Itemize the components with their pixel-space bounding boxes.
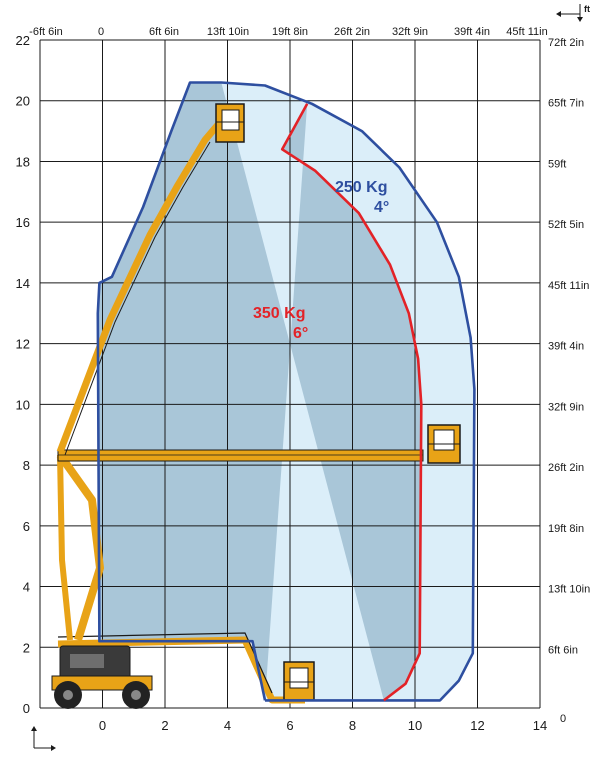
- raised-boom: [56, 117, 225, 454]
- basket-top: [215, 103, 245, 143]
- m-unit-arrow-icon: [31, 726, 56, 751]
- x-tick-ft: 0: [98, 26, 104, 38]
- y-tick-ft: 72ft 2in: [548, 37, 584, 49]
- x-tick-ft: 19ft 8in: [272, 26, 308, 38]
- envelope-250kg-line: [96, 81, 476, 702]
- envelope-350kg-line: [280, 103, 423, 702]
- series-labels: 250 Kg 4° 350 Kg 6°: [253, 179, 389, 342]
- y-tick-m: 14: [16, 276, 30, 291]
- basket-right: [427, 424, 461, 464]
- y-tick-ft: 39ft 4in: [548, 341, 584, 353]
- y-tick-ft: 45ft 11in: [548, 280, 589, 292]
- y-tick-ft: 19ft 8in: [548, 523, 584, 535]
- label-250-kg: 250 Kg: [335, 179, 387, 196]
- envelope-curves: [96, 81, 476, 702]
- x-tick-m: 12: [470, 718, 484, 733]
- y-tick-m: 12: [16, 337, 30, 352]
- x-tick-m: 14: [533, 718, 547, 733]
- label-250-angle: 4°: [374, 199, 389, 216]
- riser-arm-back: [57, 454, 73, 641]
- y-tick-ft: 59ft: [548, 158, 566, 170]
- y-tick-m: 6: [23, 519, 30, 534]
- x-tick-m: 0: [99, 718, 106, 733]
- x-tick-ft: 6ft 6in: [149, 26, 179, 38]
- turret-panel: [70, 654, 104, 668]
- y-tick-ft: 0: [560, 713, 566, 725]
- working-area: [97, 82, 475, 701]
- axis-ticks: 0 2 4 6 8 10 12 14 0 2 4 6 8 10 12 14 16 18 20 22-6ft 6in 0 6…: [16, 26, 591, 733]
- y-tick-m: 20: [16, 94, 30, 109]
- x-tick-ft: 26ft 2in: [334, 26, 370, 38]
- folded-boom-edge: [57, 632, 273, 694]
- y-tick-m: 2: [23, 640, 30, 655]
- x-tick-ft: 39ft 4in: [454, 26, 490, 38]
- label-350-kg: 350 Kg: [253, 305, 305, 322]
- ft-unit-arrow-icon: [556, 4, 583, 22]
- basket-bottom: [283, 661, 315, 701]
- y-tick-ft: 65ft 7in: [548, 98, 584, 110]
- x-tick-m: 4: [224, 718, 231, 733]
- y-tick-ft: 26ft 2in: [548, 462, 584, 474]
- unit-indicators: ft: [31, 4, 590, 751]
- x-tick-m: 8: [349, 718, 356, 733]
- y-tick-ft: 6ft 6in: [548, 644, 578, 656]
- x-tick-ft: 32ft 9in: [392, 26, 428, 38]
- x-tick-m: 6: [286, 718, 293, 733]
- y-tick-m: 10: [16, 397, 30, 412]
- x-tick-m: 2: [161, 718, 168, 733]
- y-tick-m: 0: [23, 701, 30, 716]
- wheel-front-hub: [63, 690, 73, 700]
- x-tick-ft: 13ft 10in: [207, 26, 249, 38]
- label-350-angle: 6°: [293, 325, 308, 342]
- wheel-rear-hub: [131, 690, 141, 700]
- y-tick-m: 4: [23, 580, 30, 595]
- horizontal-boom: [57, 449, 424, 462]
- x-tick-ft: -6ft 6in: [29, 26, 63, 38]
- envelope-350kg-area: [97, 82, 422, 701]
- ft-unit-label: ft: [584, 4, 590, 14]
- y-tick-m: 8: [23, 458, 30, 473]
- y-tick-m: 18: [16, 154, 30, 169]
- x-tick-m: 10: [408, 718, 422, 733]
- x-tick-ft: 45ft 11in: [506, 26, 547, 38]
- y-tick-m: 22: [16, 33, 30, 48]
- y-tick-m: 16: [16, 215, 30, 230]
- y-tick-ft: 32ft 9in: [548, 401, 584, 413]
- y-tick-ft: 52ft 5in: [548, 219, 584, 231]
- y-tick-ft: 13ft 10in: [548, 584, 590, 596]
- riser-arm: [56, 452, 104, 642]
